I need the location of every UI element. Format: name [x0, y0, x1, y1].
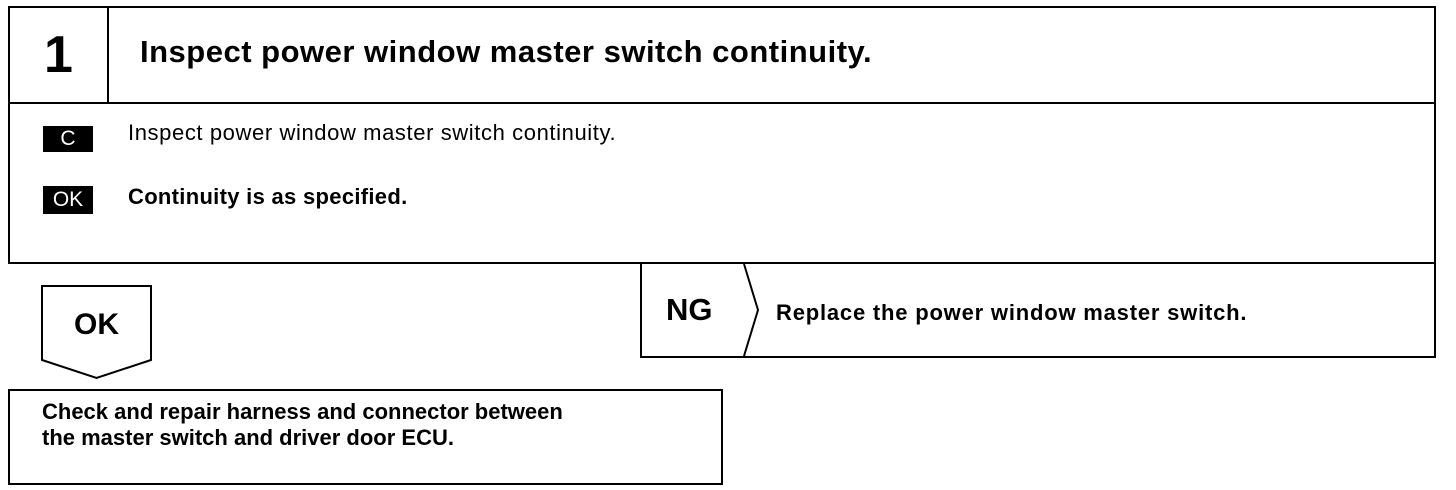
- check-tag: C: [43, 126, 93, 152]
- repair-action-box: Check and repair harness and connector b…: [8, 389, 723, 485]
- step-divider: [10, 102, 1434, 104]
- ok-down-arrow-shape: [41, 285, 152, 380]
- step-number: 1: [44, 26, 73, 84]
- ng-branch-label: NG: [666, 292, 713, 327]
- result-criteria: Continuity is as specified.: [128, 184, 408, 209]
- repair-action-line-2: the master switch and driver door ECU.: [42, 425, 454, 450]
- ok-result-tag: OK: [43, 186, 93, 214]
- check-instruction: Inspect power window master switch conti…: [128, 120, 617, 145]
- ng-branch-box: NG Replace the power window master switc…: [640, 264, 1436, 358]
- ok-branch-label: OK: [74, 308, 119, 341]
- repair-action-line-1: Check and repair harness and connector b…: [42, 399, 563, 424]
- step-title: Inspect power window master switch conti…: [140, 34, 873, 69]
- ng-chevron-icon: [743, 264, 760, 356]
- step-number-cell: 1: [10, 8, 109, 102]
- inspection-step-box: 1 Inspect power window master switch con…: [8, 6, 1436, 264]
- ng-action-text: Replace the power window master switch.: [776, 300, 1248, 325]
